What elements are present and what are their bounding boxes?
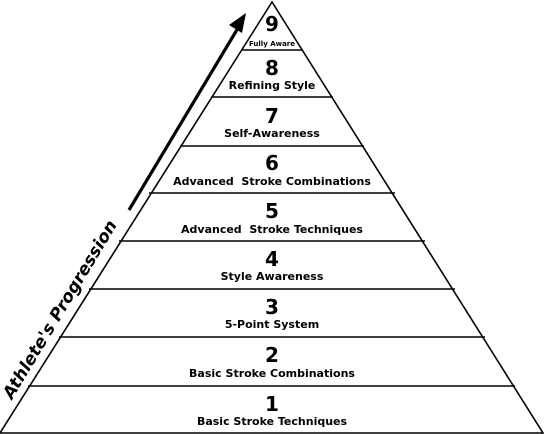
level-5: 5 Advanced Stroke Techniques [181, 199, 363, 236]
level-title: Advanced Stroke Techniques [181, 223, 363, 236]
progression-arrow [127, 13, 246, 211]
level-title: Advanced Stroke Combinations [173, 175, 371, 188]
arrow-shaft [127, 27, 240, 211]
level-4: 4 Style Awareness [221, 247, 324, 283]
level-title: Refining Style [229, 79, 316, 92]
level-7: 7 Self-Awareness [224, 104, 320, 140]
level-number: 4 [265, 247, 279, 271]
level-title: Basic Stroke Combinations [189, 367, 355, 380]
level-number: 6 [265, 151, 279, 175]
level-title: Self-Awareness [224, 127, 320, 140]
level-title: Basic Stroke Techniques [197, 415, 348, 428]
level-number: 8 [265, 56, 279, 80]
level-8: 8 Refining Style [229, 56, 316, 92]
level-title: Fully Aware [249, 40, 295, 48]
level-number: 9 [265, 12, 279, 36]
level-number: 2 [265, 343, 279, 367]
level-1: 1 Basic Stroke Techniques [197, 392, 348, 428]
level-9: 9 Fully Aware [249, 12, 295, 48]
level-title: 5-Point System [225, 318, 319, 331]
level-title: Style Awareness [221, 270, 324, 283]
level-2: 2 Basic Stroke Combinations [189, 343, 355, 380]
level-number: 1 [265, 392, 279, 416]
level-3: 3 5-Point System [225, 295, 319, 331]
tier-dividers [28, 49, 515, 387]
level-number: 5 [265, 199, 279, 223]
level-number: 3 [265, 295, 279, 319]
level-number: 7 [265, 104, 279, 128]
level-6: 6 Advanced Stroke Combinations [173, 151, 371, 188]
arrow-head-icon [229, 13, 246, 33]
